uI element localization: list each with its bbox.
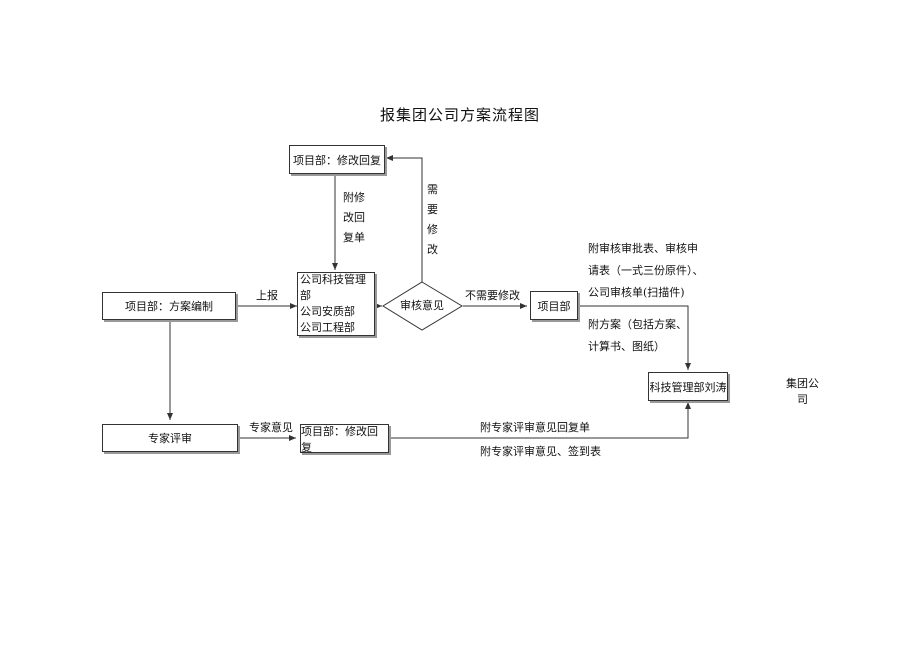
- note-approval-forms: 附审核审批表、审核申 请表（一式三份原件）、 公司审核单(扫描件): [588, 242, 704, 299]
- node-project-dept-label: 项目部: [537, 299, 571, 313]
- node-project-revise-bottom-label: 项目部：修改回复: [301, 424, 378, 454]
- node-expert-review: 专家评审: [102, 424, 238, 452]
- node-project-revise-bottom: 项目部：修改回复: [300, 424, 389, 454]
- label-expert-opinion: 专家意见: [249, 421, 293, 434]
- node-company-departments: 公司科技管理部 公司安质部 公司工程部: [297, 272, 375, 336]
- node-tech-mgmt-head: 科技管理部刘涛: [648, 372, 728, 401]
- note-group-company: 集团公 司: [786, 377, 819, 406]
- label-attach-expert-sign: 附专家评审意见、签到表: [480, 445, 601, 458]
- node-project-dept: 项目部: [530, 291, 578, 320]
- node-expert-review-label: 专家评审: [148, 432, 192, 445]
- label-report-up: 上报: [256, 289, 278, 302]
- edge-bottom-to-tech-head: [389, 402, 691, 439]
- node-project-revise-top: 项目部：修改回复: [289, 145, 385, 174]
- node-project-prepare-label: 项目部：方案编制: [125, 300, 213, 313]
- node-project-revise-top-label: 项目部：修改回复: [293, 153, 381, 167]
- dept-engineering: 公司工程部: [300, 321, 355, 334]
- dept-safety-quality: 公司安质部: [300, 305, 355, 318]
- edge-to-tech-head: [579, 305, 691, 370]
- node-project-prepare: 项目部：方案编制: [102, 292, 236, 320]
- label-no-revision: 不需要修改: [465, 289, 520, 302]
- node-tech-mgmt-head-label: 科技管理部刘涛: [649, 380, 727, 394]
- label-attach-revision: 附修 改回 复单: [343, 191, 365, 244]
- note-attach-plan: 附方案（包括方案、 计算书、图纸）: [588, 318, 687, 353]
- label-needs-revision: 需 要 修 改: [427, 183, 438, 256]
- label-attach-expert-reply: 附专家评审意见回复单: [480, 421, 590, 434]
- diagram-title: 报集团公司方案流程图: [379, 106, 540, 124]
- dept-tech: 公司科技管理部: [300, 273, 366, 302]
- review-decision-diamond: [382, 281, 463, 331]
- review-decision-label: 审核意见: [400, 299, 444, 312]
- edge-needs-revision: [386, 155, 423, 282]
